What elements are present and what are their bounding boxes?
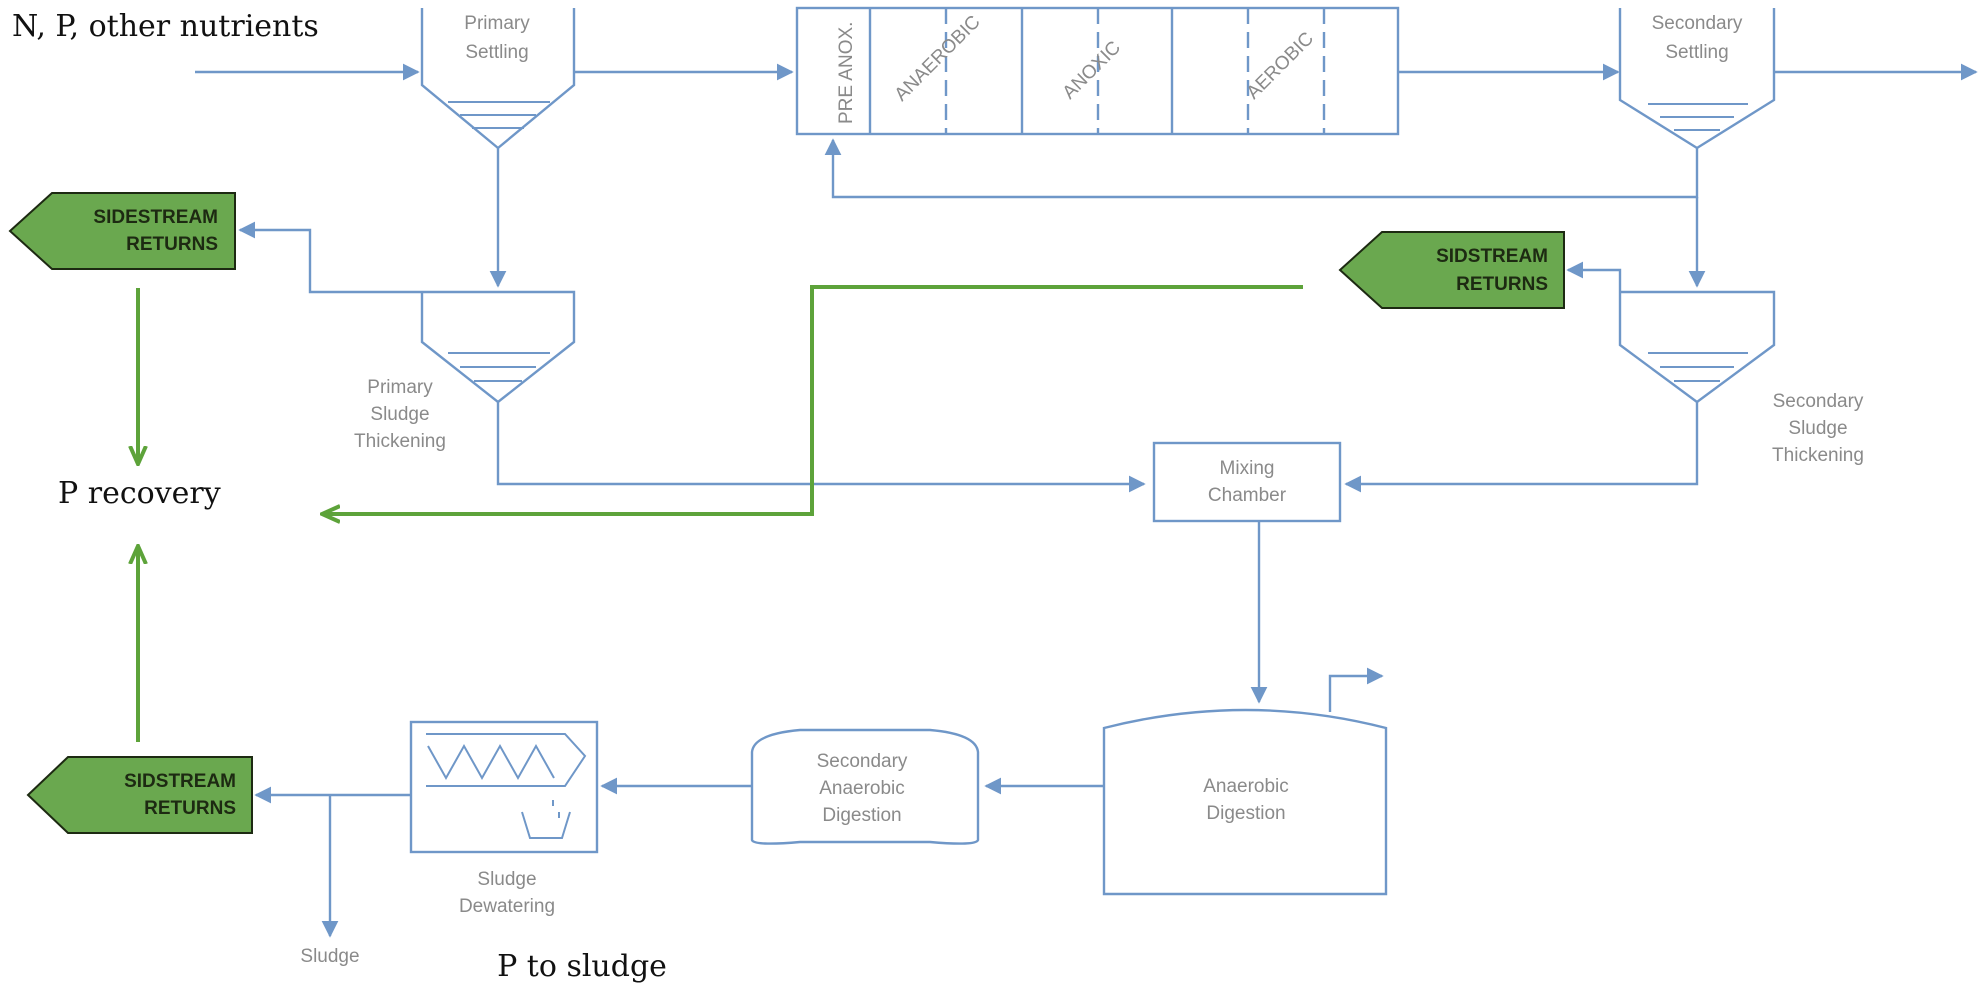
anaerobic-digester: Anaerobic Digestion [1102, 667, 1388, 896]
sidestream-tag-2-line1: SIDSTREAM [1436, 246, 1548, 267]
sidestream-tag-3-line2: RETURNS [144, 798, 236, 819]
secondary-settling-label-1: Secondary [1652, 13, 1743, 34]
primary-settling-label-1: Primary [464, 13, 530, 34]
inputs-label: N, P, other nutrients [12, 9, 319, 44]
secondary-thickener-return-line [1566, 261, 1622, 292]
anaerobic-digestion-label-1: Anaerobic [1203, 776, 1289, 797]
secondary-digestion-label-1: Secondary [817, 751, 908, 772]
sidestream-tag-right: SIDSTREAM RETURNS [1338, 231, 1565, 309]
sidestream-tag-1-line2: RETURNS [126, 234, 218, 255]
bioreactor: PRE ANOX. ANAEROBIC ANOXIC AEROBIC [795, 6, 1400, 136]
secondary-thickening-label-1: Secondary [1773, 391, 1864, 412]
sidestream-tag-2-line2: RETURNS [1456, 274, 1548, 295]
secondary-thickening-label-2: Sludge [1788, 418, 1847, 439]
anaerobic-digestion-label-2: Digestion [1206, 803, 1285, 824]
primary-thickening-label-3: Thickening [354, 431, 446, 452]
dewatering-label-1: Sludge [477, 869, 536, 890]
zone-anoxic: ANOXIC [1059, 37, 1125, 103]
biogas-arrow [1328, 667, 1384, 712]
zone-aerobic: AEROBIC [1243, 28, 1318, 103]
mixing-chamber-label-1: Mixing [1220, 458, 1275, 479]
primary-thickening-label-1: Primary [367, 377, 433, 398]
mixing-chamber: Mixing Chamber [1152, 441, 1342, 523]
secondary-thickening-label-3: Thickening [1772, 445, 1864, 466]
primary-thickened-sludge-line [496, 402, 1146, 493]
p-to-sludge-label: P to sludge [497, 949, 667, 984]
secondary-thickened-sludge-line [1344, 402, 1699, 493]
sludge-label: Sludge [300, 946, 359, 967]
sidestream-tag-top-left: SIDESTREAM RETURNS [8, 192, 236, 270]
secondary-settling-tank: Secondary Settling [1618, 8, 1776, 150]
mixing-chamber-label-2: Chamber [1208, 485, 1287, 506]
recovery-arrow-from-right-tag [324, 285, 1303, 514]
sidestream-tag-3-line1: SIDSTREAM [124, 771, 236, 792]
dewatering-label-2: Dewatering [459, 896, 555, 917]
sidestream-tag-1-line1: SIDESTREAM [93, 207, 218, 228]
primary-thickening-label-2: Sludge [370, 404, 429, 425]
secondary-settling-label-2: Settling [1665, 42, 1728, 63]
primary-thickening-tank: Primary Sludge Thickening [354, 290, 576, 452]
secondary-thickening-tank: Secondary Sludge Thickening [1618, 290, 1864, 466]
secondary-digestion-label-3: Digestion [822, 805, 901, 826]
secondary-digestion-label-2: Anaerobic [819, 778, 905, 799]
primary-settling-label-2: Settling [465, 42, 528, 63]
zone-anaerobic: ANAEROBIC [891, 12, 985, 106]
primary-settling-tank: Primary Settling [420, 8, 576, 150]
sidestream-tag-bottom-left: SIDSTREAM RETURNS [26, 756, 253, 834]
p-recovery-label: P recovery [58, 476, 221, 511]
primary-thickener-return-line [238, 221, 422, 294]
zone-pre-anox: PRE ANOX. [836, 22, 857, 124]
return-sludge-line [824, 138, 1699, 199]
secondary-digester: Secondary Anaerobic Digestion [750, 728, 980, 845]
dewatering-unit: Sludge Dewatering [409, 720, 599, 917]
